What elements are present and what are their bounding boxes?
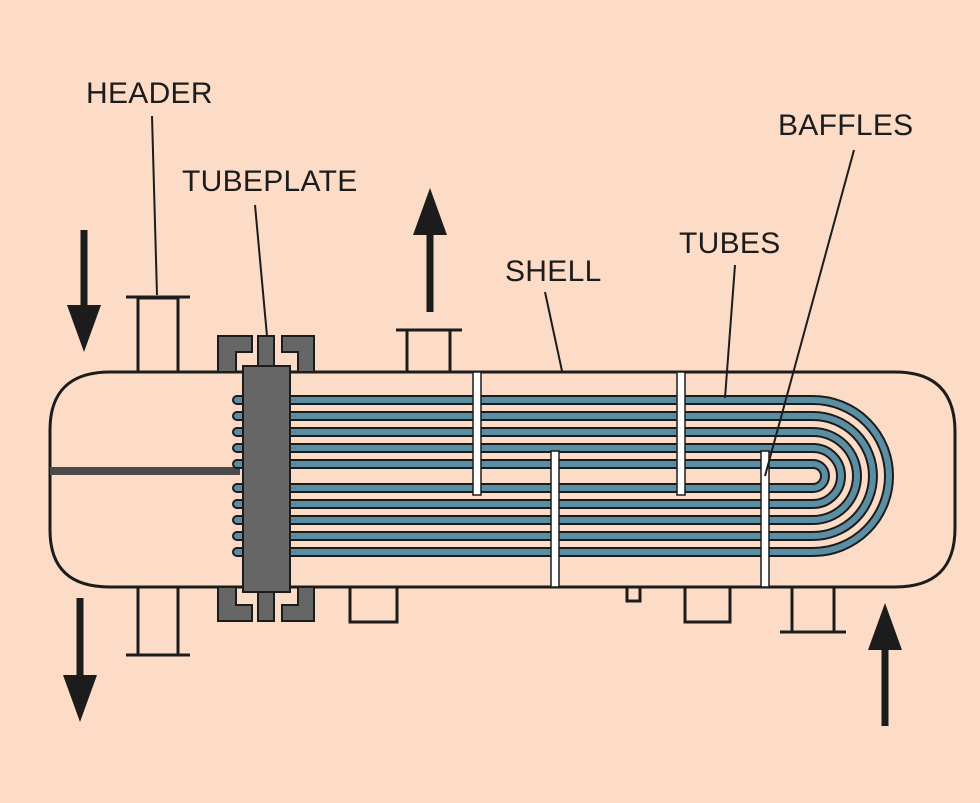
header-leader-line xyxy=(151,115,158,296)
header-outlet-nozzle xyxy=(136,587,180,657)
tubeplate-bolt-bottom xyxy=(257,589,275,622)
header-body xyxy=(48,370,243,589)
tubeplate-assembly xyxy=(217,335,315,622)
tube-5-core xyxy=(234,461,828,491)
header-inlet-nozzle xyxy=(136,296,180,375)
tube-1-core xyxy=(234,397,892,555)
tubeplate-flange-bottom-left xyxy=(217,586,253,622)
pass-partition-plate xyxy=(50,467,240,475)
baffles-leader-line xyxy=(764,149,855,477)
nozzles xyxy=(126,295,846,657)
shell-leader-line xyxy=(544,291,563,372)
tubeplate-flange-bottom-right xyxy=(281,586,315,622)
support-saddle-right xyxy=(683,587,732,624)
shell-side-outlet-arrow xyxy=(413,188,447,312)
shell-label: SHELL xyxy=(505,255,602,288)
shell-inlet-nozzle xyxy=(790,587,836,634)
tube-bundle xyxy=(232,395,894,557)
baffles-label: BAFFLES xyxy=(778,109,914,142)
tubes-leader-line xyxy=(724,264,736,399)
tubeplate xyxy=(242,365,291,593)
support-saddle-left xyxy=(348,587,399,624)
tubeplate-flange-top-left xyxy=(217,335,253,373)
tube-4-core xyxy=(234,445,844,507)
baffles-group xyxy=(472,371,770,588)
baffle-3 xyxy=(676,371,686,496)
tubeplate-label: TUBEPLATE xyxy=(182,165,358,198)
leader-lines xyxy=(151,115,855,477)
drain-stub xyxy=(625,587,642,603)
tubes-label: TUBES xyxy=(679,227,781,260)
tube-side-inlet-arrow xyxy=(67,230,101,352)
shell-outlet-nozzle xyxy=(405,328,452,372)
baffle-4 xyxy=(760,450,770,588)
tubeplate-leader-line xyxy=(254,204,268,337)
tubeplate-flange-top-right xyxy=(281,335,315,373)
tube-side-outlet-arrow xyxy=(63,598,97,722)
tubeplate-bolt-top xyxy=(257,335,275,369)
tube-2-core xyxy=(234,413,876,539)
baffle-1 xyxy=(472,371,482,496)
header-label: HEADER xyxy=(86,77,213,110)
tube-3-core xyxy=(234,429,860,523)
baffle-2 xyxy=(550,450,560,588)
shell-side-inlet-arrow xyxy=(868,603,902,726)
flow-arrows xyxy=(63,188,902,726)
